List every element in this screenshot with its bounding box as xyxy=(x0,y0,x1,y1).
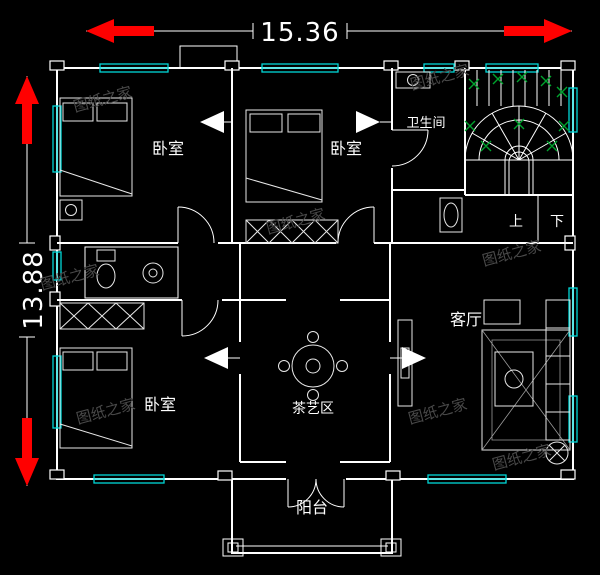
sofa xyxy=(483,299,571,441)
doors xyxy=(177,129,429,508)
watermark-text: 图纸之家 xyxy=(74,395,137,428)
window-icon xyxy=(568,287,578,337)
window-icon xyxy=(568,395,578,443)
stairs-down-label: 下 xyxy=(550,214,564,230)
bedroom-bottom-label: 卧室 xyxy=(144,395,176,414)
dimension-arrow-up-icon xyxy=(15,76,39,144)
watermark-text: 图纸之家 xyxy=(71,83,134,116)
bedroom-top-middle-label: 卧室 xyxy=(330,139,362,158)
window-icon xyxy=(99,63,169,73)
tea-area-label: 茶艺区 xyxy=(292,401,334,417)
window-icon xyxy=(52,105,62,173)
bed-bottom xyxy=(59,347,133,449)
balcony-column xyxy=(380,538,402,557)
arrow-left-icon xyxy=(200,111,232,133)
window-icon xyxy=(93,474,165,484)
door-icon xyxy=(287,478,317,508)
watermark-text: 图纸之家 xyxy=(490,441,553,474)
dimension-arrow-right-icon xyxy=(504,19,572,43)
living-room-furniture xyxy=(397,299,571,465)
window-icon xyxy=(427,474,507,484)
balcony-column xyxy=(222,538,244,557)
window-icon xyxy=(261,63,339,73)
dimension-arrow-left-icon xyxy=(86,19,154,43)
plant-icon xyxy=(545,441,569,465)
door-icon xyxy=(337,206,375,244)
living-room-label: 客厅 xyxy=(450,310,482,329)
coffee-table xyxy=(494,351,534,407)
dimension-arrow-down-icon xyxy=(15,418,39,486)
height-dimension-label: 13.88 xyxy=(19,250,49,329)
bed-top-left xyxy=(59,97,133,221)
door-icon xyxy=(315,478,345,508)
flow-arrows xyxy=(200,111,426,369)
window-icon xyxy=(485,63,539,73)
bedroom-top-left-label: 卧室 xyxy=(152,139,184,158)
bathroom-sink-icon xyxy=(395,71,431,89)
windows xyxy=(52,63,578,484)
door-icon xyxy=(181,299,219,337)
door-icon xyxy=(177,206,215,244)
watermark-text: 图纸之家 xyxy=(264,205,327,238)
tea-table xyxy=(278,331,348,401)
bathroom-label: 卫生间 xyxy=(406,116,445,131)
width-dimension-label: 15.36 xyxy=(260,18,339,48)
left-dimension: 13.88 xyxy=(15,76,49,486)
stair-hatch-marks xyxy=(464,71,570,152)
wardrobe xyxy=(59,302,145,330)
bed-top-middle xyxy=(245,109,323,203)
stairs-up-label: 上 xyxy=(509,214,523,230)
wardrobe xyxy=(245,219,339,244)
watermark-text: 图纸之家 xyxy=(408,61,471,94)
watermark-text: 图纸之家 xyxy=(480,237,543,270)
window-icon xyxy=(568,87,578,133)
toilet-icon xyxy=(96,249,164,289)
staircase: 上 下 xyxy=(464,70,574,230)
door-icon xyxy=(391,129,429,167)
window-icon xyxy=(52,251,62,281)
arrow-left-icon xyxy=(204,347,240,369)
window-icon xyxy=(52,355,62,429)
watermark-text: 图纸之家 xyxy=(406,395,469,428)
window-icon xyxy=(423,63,455,73)
arrow-right-icon xyxy=(390,347,426,369)
top-dimension: 15.36 xyxy=(86,18,572,48)
hall-washbasin-icon xyxy=(439,197,463,233)
balcony-label: 阳台 xyxy=(296,498,328,517)
arrow-right-icon xyxy=(356,111,392,133)
